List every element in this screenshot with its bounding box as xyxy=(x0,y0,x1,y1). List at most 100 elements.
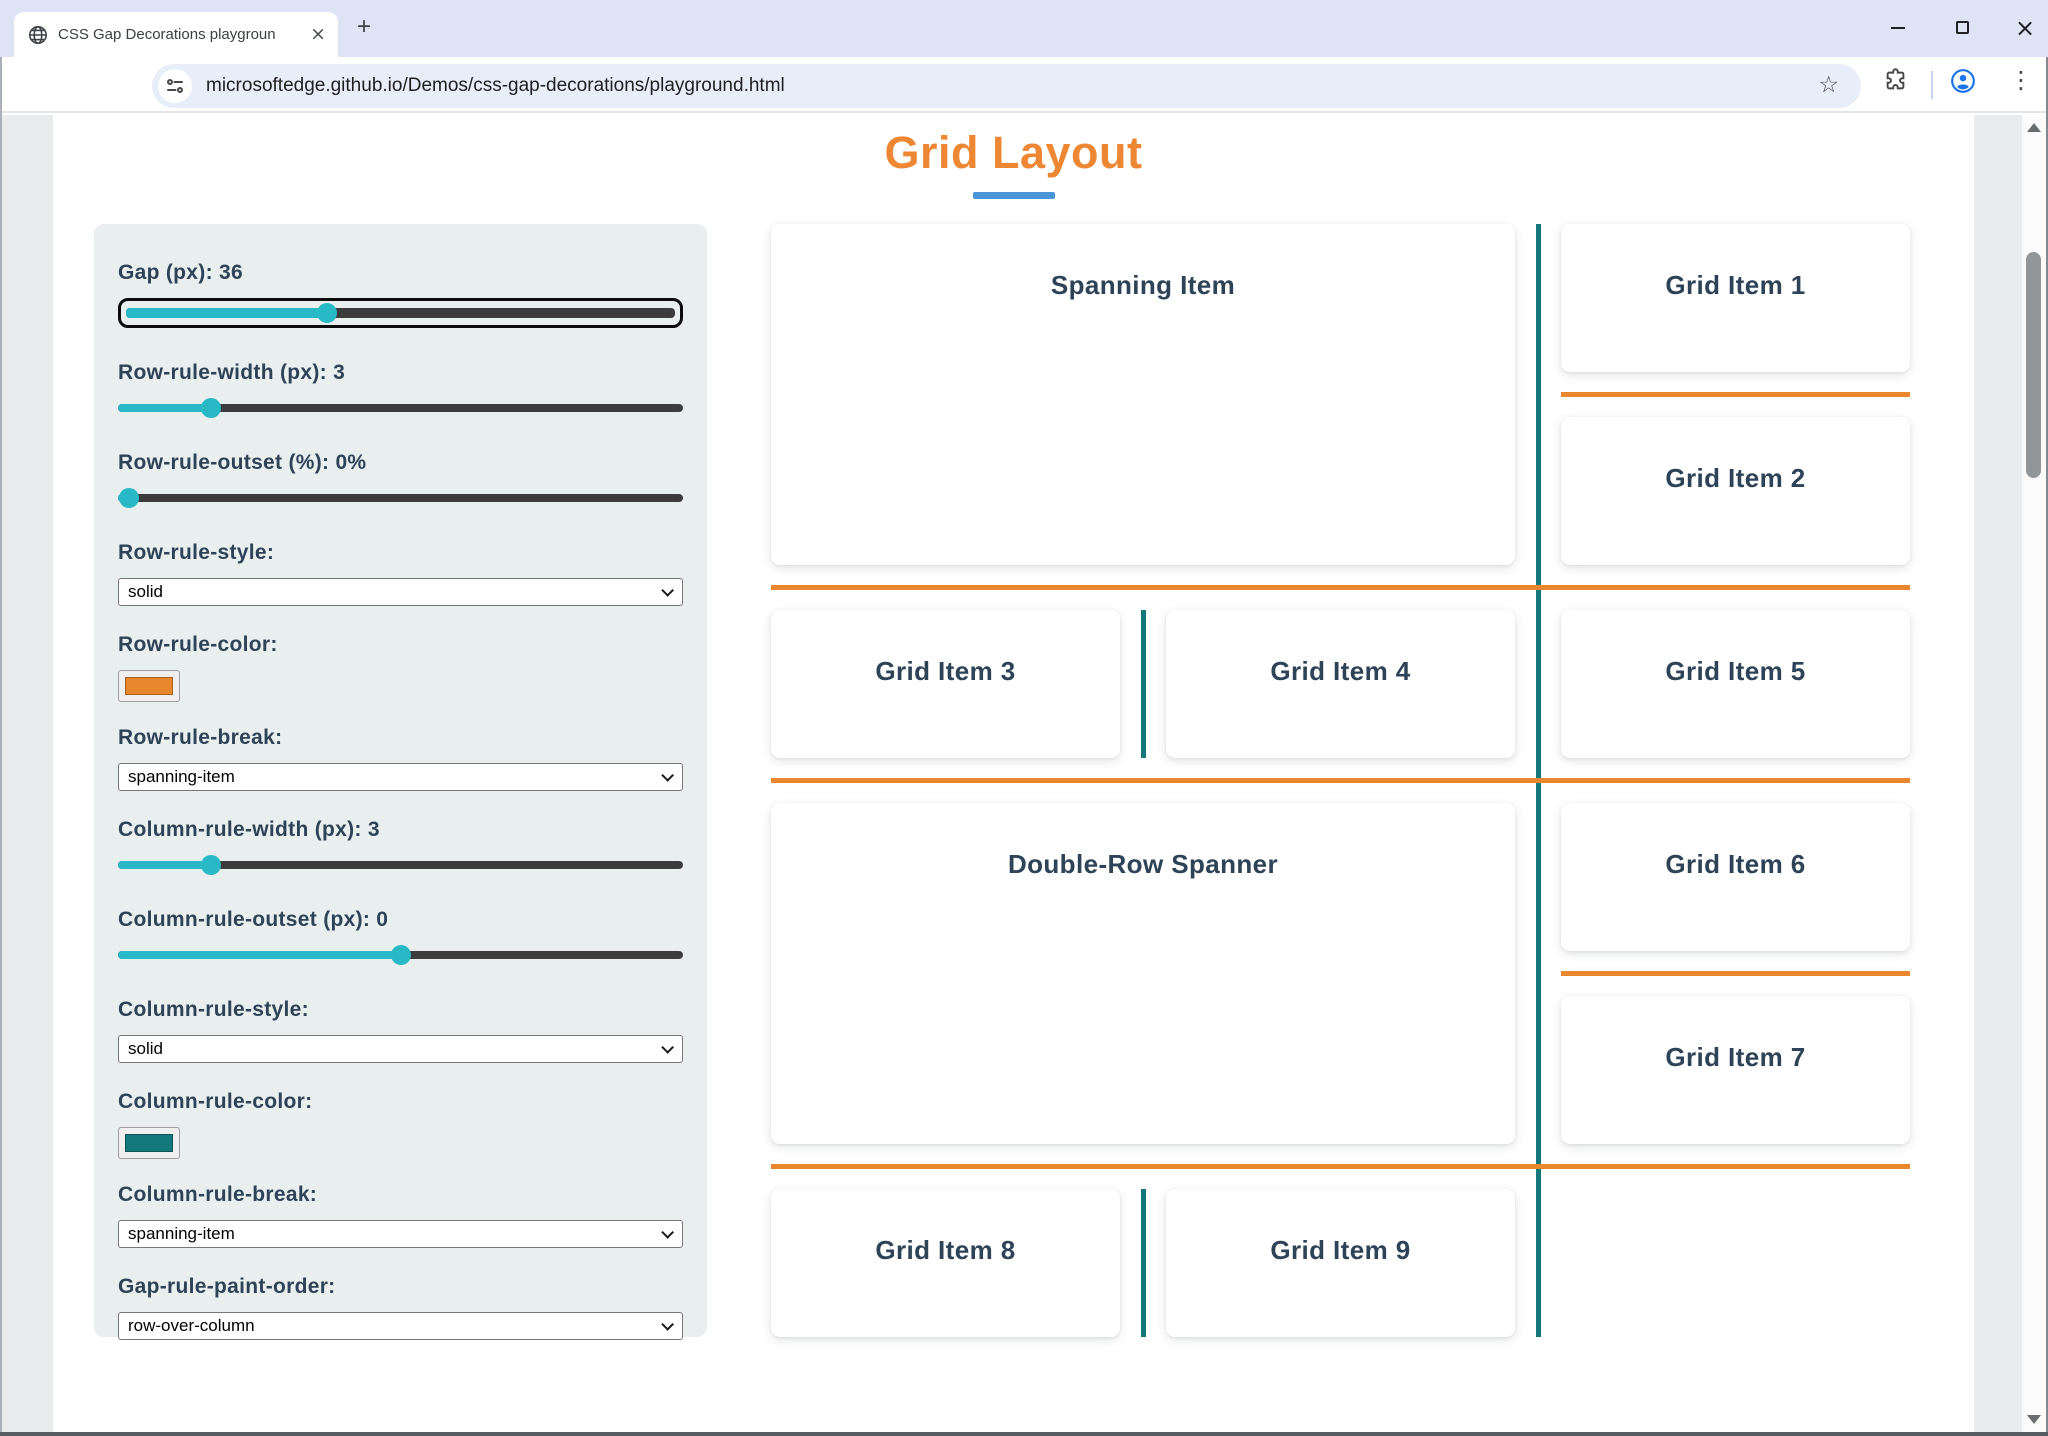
browser-tab[interactable]: CSS Gap Decorations playgroun × xyxy=(14,12,338,57)
column-rule-color-swatch xyxy=(125,1134,173,1152)
window-frame-right xyxy=(2046,57,2048,1436)
gap-slider-thumb[interactable] xyxy=(316,303,337,323)
column-rule-outset-slider-thumb[interactable] xyxy=(390,945,411,965)
tab-close-icon[interactable]: × xyxy=(310,23,326,45)
column-rule-color-picker[interactable] xyxy=(118,1127,180,1159)
row-rule-color-label: Row-rule-color: xyxy=(118,633,278,656)
row-rule-outset-slider-thumb[interactable] xyxy=(119,488,140,508)
grid-item-label: Grid Item 3 xyxy=(875,656,1016,686)
gap-slider[interactable] xyxy=(126,303,675,323)
grid-item: Grid Item 8 xyxy=(771,1189,1120,1337)
window-minimize-button[interactable] xyxy=(1891,27,1905,29)
chevron-down-icon xyxy=(661,583,674,597)
new-tab-button[interactable]: + xyxy=(356,13,371,40)
row-rule-width-group: Row-rule-width (px): 3 xyxy=(118,360,683,418)
row-rule-style-label: Row-rule-style: xyxy=(118,541,275,564)
scrollbar-up-icon[interactable] xyxy=(2027,123,2041,132)
site-info-icon[interactable] xyxy=(158,69,192,103)
row-rule-break-group: Row-rule-break: spanning-item xyxy=(118,725,683,791)
grid-item: Grid Item 3 xyxy=(771,610,1120,758)
window-frame-bottom xyxy=(0,1432,2048,1436)
row-rule-outset-label: Row-rule-outset (%): 0% xyxy=(118,451,367,474)
column-rule-style-select-value: solid xyxy=(128,1039,163,1058)
row-rule-outset-slider[interactable] xyxy=(118,488,683,508)
column-rule-style-group: Column-rule-style:solid xyxy=(118,997,683,1063)
column-rule-color-label: Column-rule-color: xyxy=(118,1090,313,1113)
window-close-button[interactable]: × xyxy=(2015,14,2036,42)
gap-group: Gap (px): 36 xyxy=(118,260,683,328)
row-rule-break-select[interactable]: spanning-item xyxy=(118,763,683,791)
browser-toolbar: ← → ↻ microsoftedge.github.io/Demos/css-… xyxy=(0,57,2048,155)
grid-item: Double-Row Spanner xyxy=(771,803,1515,1144)
address-bar[interactable]: microsoftedge.github.io/Demos/css-gap-de… xyxy=(152,64,1861,108)
row-rule xyxy=(771,778,1910,783)
scrollbar-thumb[interactable] xyxy=(2026,252,2041,478)
row-rule-outset-group: Row-rule-outset (%): 0% xyxy=(118,450,683,508)
tab-strip: CSS Gap Decorations playgroun × + × xyxy=(0,0,2048,57)
vertical-scrollbar[interactable] xyxy=(2022,115,2046,1432)
chevron-down-icon xyxy=(661,1225,674,1239)
grid-item: Grid Item 1 xyxy=(1561,224,1910,372)
row-rule xyxy=(1561,392,1910,397)
grid-item-label: Grid Item 9 xyxy=(1270,1235,1411,1265)
row-rule-width-slider-thumb[interactable] xyxy=(201,398,222,418)
grid-item: Grid Item 9 xyxy=(1166,1189,1515,1337)
gap-rule-paint-order-select-value: row-over-column xyxy=(128,1316,255,1335)
grid-item-label: Double-Row Spanner xyxy=(1007,849,1279,879)
toolbar-separator xyxy=(1931,71,1933,99)
grid-item: Grid Item 4 xyxy=(1166,610,1515,758)
url-text[interactable]: microsoftedge.github.io/Demos/css-gap-de… xyxy=(206,75,785,96)
gap-rule-paint-order-group: Gap-rule-paint-order:row-over-column xyxy=(118,1274,683,1340)
extensions-icon[interactable] xyxy=(1882,67,1909,94)
column-rule xyxy=(1140,610,1146,758)
page-background: Grid Layout Gap (px): 36 Row-rule-width (… xyxy=(2,115,2046,1432)
column-rule-color-group: Column-rule-color: xyxy=(118,1089,683,1159)
row-rule xyxy=(1561,971,1910,976)
row-rule xyxy=(771,585,1910,590)
grid-item: Spanning Item xyxy=(771,224,1515,565)
column-rule-width-slider-thumb[interactable] xyxy=(201,855,222,875)
grid-item: Grid Item 7 xyxy=(1561,996,1910,1144)
column-rule-width-group: Column-rule-width (px): 3 xyxy=(118,817,683,875)
grid-item: Grid Item 5 xyxy=(1561,610,1910,758)
row-rule-style-select[interactable]: solid xyxy=(118,578,683,606)
grid-item-label: Spanning Item xyxy=(1050,270,1236,300)
grid: Spanning Item Grid Item 1 Grid Item 2 Grid … xyxy=(771,224,1910,1337)
profile-avatar[interactable] xyxy=(1950,68,1976,94)
grid-item-label: Grid Item 2 xyxy=(1665,463,1806,493)
grid-item: Grid Item 6 xyxy=(1561,803,1910,951)
title-underline xyxy=(972,192,1055,199)
window-maximize-button[interactable] xyxy=(1956,21,1969,34)
controls-panel: Gap (px): 36 Row-rule-width (px): 3 Row-ru… xyxy=(94,224,707,1340)
menu-dots-icon[interactable]: ⋮ xyxy=(2009,66,2033,94)
row-rule-break-label: Row-rule-break: xyxy=(118,726,283,749)
row-rule-width-slider[interactable] xyxy=(118,398,683,418)
globe-favicon-icon xyxy=(29,25,47,44)
column-rule-break-select[interactable]: spanning-item xyxy=(118,1220,683,1248)
column-rule-width-label: Column-rule-width (px): 3 xyxy=(118,818,380,841)
gap-rule-paint-order-select[interactable]: row-over-column xyxy=(118,1312,683,1340)
chevron-down-icon xyxy=(661,1040,674,1054)
chevron-down-icon xyxy=(661,1317,674,1331)
column-rule-break-group: Column-rule-break: spanning-item xyxy=(118,1182,683,1248)
column-rule-outset-slider[interactable] xyxy=(118,945,683,965)
page-title: Grid Layout xyxy=(884,127,1143,178)
tab-title: CSS Gap Decorations playgroun xyxy=(58,26,276,43)
column-rule-break-label: Column-rule-break: xyxy=(118,1183,318,1206)
row-rule-style-group: Row-rule-style: solid xyxy=(118,540,683,606)
grid-item: Grid Item 2 xyxy=(1561,417,1910,565)
column-rule-break-select-value: spanning-item xyxy=(128,1224,235,1243)
grid-item-label: Grid Item 8 xyxy=(875,1235,1016,1265)
row-rule-break-select-value: spanning-item xyxy=(128,767,235,786)
column-rule-outset-group: Column-rule-outset (px): 0 xyxy=(118,907,683,965)
column-rule-width-slider[interactable] xyxy=(118,855,683,875)
bookmark-star-icon[interactable]: ☆ xyxy=(1818,72,1839,98)
page-content: Grid Layout Gap (px): 36 Row-rule-width (… xyxy=(53,115,1974,1432)
gap-label: Gap (px): 36 xyxy=(118,261,243,284)
scrollbar-down-icon[interactable] xyxy=(2027,1415,2041,1424)
column-rule-style-select[interactable]: solid xyxy=(118,1035,683,1063)
grid-item-label: Grid Item 4 xyxy=(1270,656,1411,686)
column-rule xyxy=(1140,1189,1146,1337)
row-rule-color-picker[interactable] xyxy=(118,670,180,702)
